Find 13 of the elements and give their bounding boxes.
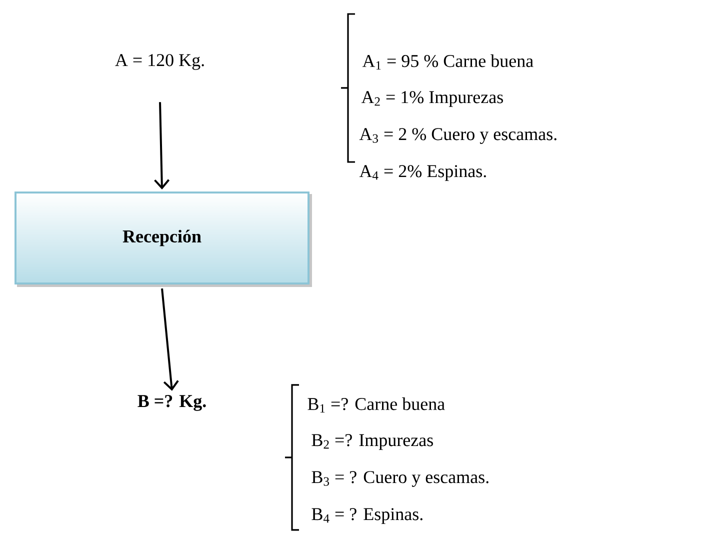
list-item: A$_{3}$ = 2 % Cuero y escamas. [359, 128, 556, 144]
list-item: B$_{2}$ =? Impurezas [312, 434, 433, 450]
list-item: B$_{4}$ = ? Espinas. [312, 508, 422, 524]
arrow [161, 288, 179, 391]
process-box: Recepción [14, 191, 312, 287]
quantity-label: A = 120 Kg. [115, 54, 204, 70]
list-item: B$_{1}$ =? Carne buena [308, 397, 445, 413]
arrow [154, 102, 170, 190]
list-item: A$_{2}$ = 1% Impurezas [361, 91, 503, 107]
list-item: A$_{4}$ = 2% Espinas. [359, 165, 486, 181]
list-item: B$_{3}$ = ? Cuero y escamas. [312, 471, 488, 487]
list-item: A$_{1}$ = 95 % Carne buena [362, 54, 534, 70]
quantity-label: B =? Kg. [138, 395, 206, 411]
